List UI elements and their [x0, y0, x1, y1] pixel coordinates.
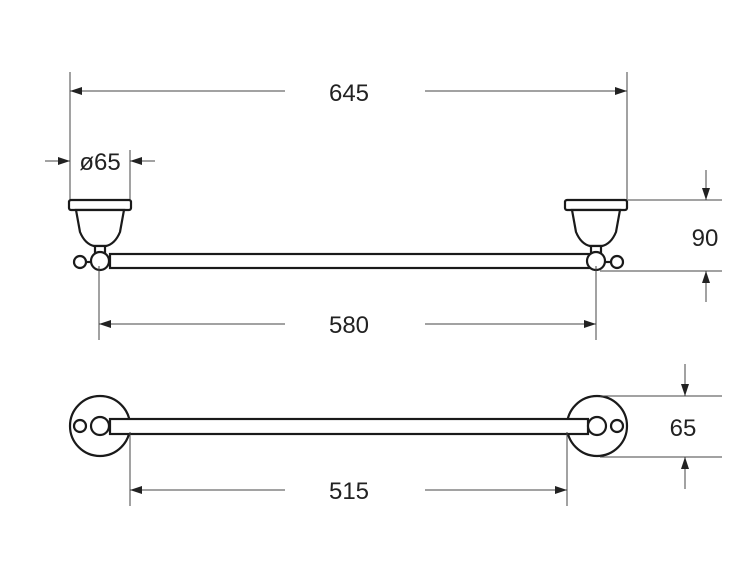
dimension-mount-diameter: ø65 [45, 149, 155, 202]
dimension-label-645: 645 [329, 80, 369, 107]
dimension-height: 90 [600, 170, 722, 302]
dimension-label-diameter: ø65 [79, 149, 120, 176]
towel-bar-side-view [67, 198, 629, 272]
dimension-bar-length-580: 580 [98, 266, 597, 340]
dimension-label-90: 90 [692, 225, 719, 252]
dimension-label-65: 65 [670, 415, 697, 442]
towel-bar-top-view [68, 394, 629, 458]
dimension-plate-diameter: 65 [600, 364, 722, 489]
dimension-bar-length-515: 515 [129, 432, 568, 506]
dimension-label-515: 515 [329, 478, 369, 505]
dimension-label-580: 580 [329, 312, 369, 339]
dimension-overall-length: 645 [69, 72, 628, 205]
